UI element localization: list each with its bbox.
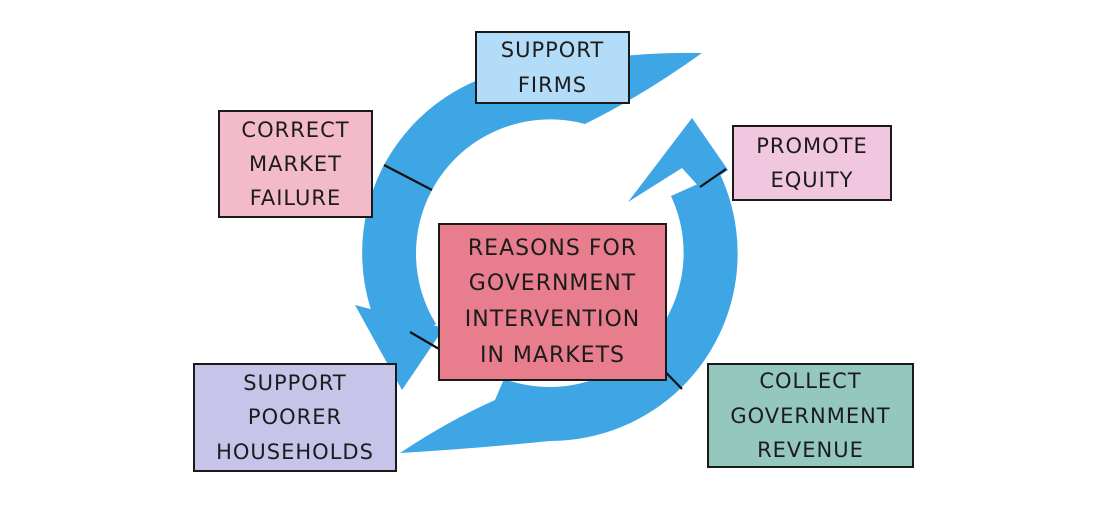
node-center-reasons-label: REASONS FOR GOVERNMENT INTERVENTION IN M… — [464, 235, 641, 368]
node-support-poorer-households-label: SUPPORT POORER HOUSEHOLDS — [216, 371, 374, 464]
cycle-arrow-seam-bottom-left — [409, 331, 440, 350]
node-correct-market-failure-label: CORRECT MARKET FAILURE — [241, 117, 350, 210]
node-promote-equity-label: PROMOTE EQUITY — [756, 133, 868, 192]
node-collect-government-revenue-label: COLLECT GOVERNMENT REVENUE — [730, 369, 891, 462]
node-promote-equity: PROMOTE EQUITY — [732, 125, 892, 201]
node-support-poorer-households: SUPPORT POORER HOUSEHOLDS — [193, 363, 397, 472]
node-support-firms-label: SUPPORT FIRMS — [500, 38, 605, 97]
node-center-reasons: REASONS FOR GOVERNMENT INTERVENTION IN M… — [438, 223, 667, 381]
node-support-firms: SUPPORT FIRMS — [475, 31, 630, 104]
cycle-arrow-seam-top-right — [699, 168, 727, 188]
cycle-arrow-right-arrowhead — [628, 118, 728, 202]
node-correct-market-failure: CORRECT MARKET FAILURE — [218, 110, 373, 218]
cycle-arrow-seam-top-left — [383, 164, 433, 191]
cycle-arrow-left-segment — [362, 165, 436, 353]
node-collect-government-revenue: COLLECT GOVERNMENT REVENUE — [707, 363, 914, 468]
